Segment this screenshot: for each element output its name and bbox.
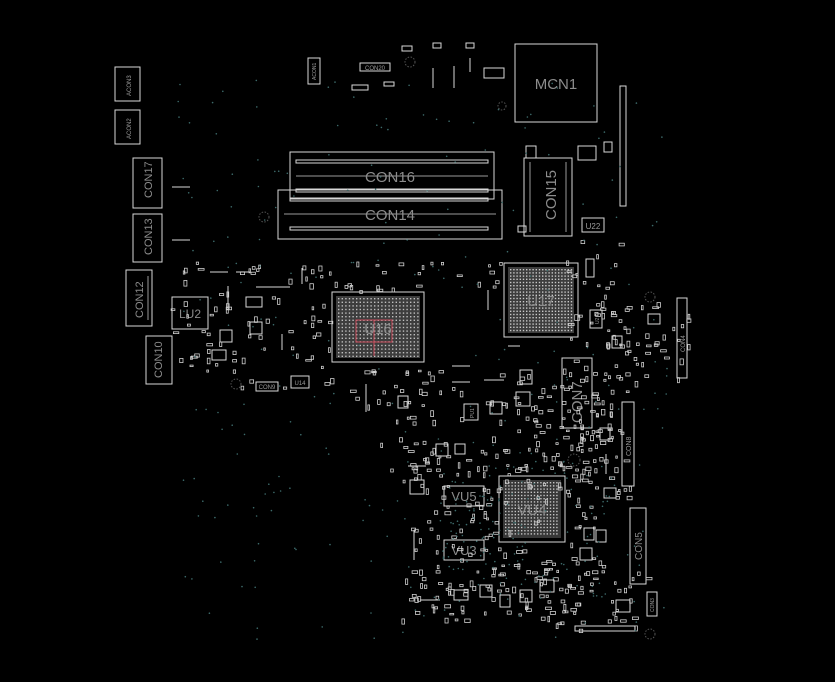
component-u14[interactable]: U14 (290, 375, 310, 389)
component-con16[interactable]: CON16 (289, 151, 495, 200)
label-acon2: ACON2 (127, 118, 133, 139)
component-pu1[interactable]: PU1 (463, 403, 479, 421)
component-u16[interactable]: U16 (331, 291, 425, 363)
label-acon1: ACON1 (312, 63, 318, 80)
label-con13: CON13 (143, 218, 155, 255)
component-lu2[interactable]: LU2 (171, 296, 209, 330)
u17-ball-grid (510, 269, 573, 332)
component-con5[interactable]: CON5 (629, 507, 647, 585)
label-con4: CON4 (681, 335, 687, 352)
silkscreen-marks (230, 56, 656, 640)
label-con9: CON9 (259, 385, 276, 391)
component-acon1[interactable]: ACON1 (307, 57, 321, 85)
label-u17: U17 (527, 293, 555, 310)
label-vu3: VU3 (451, 543, 476, 558)
component-acon2[interactable]: ACON2 (114, 109, 141, 145)
label-con10: CON10 (153, 341, 165, 378)
component-vu3[interactable]: VU3 (443, 539, 485, 561)
label-con17: CON17 (143, 161, 155, 198)
component-u22[interactable]: U22 (581, 217, 605, 233)
component-con7[interactable]: CON7 (561, 357, 593, 429)
label-con12: CON12 (134, 281, 146, 318)
component-con20[interactable]: CON20 (359, 62, 391, 72)
component-con10[interactable]: CON10 (145, 335, 173, 385)
label-vu4: VU4 (517, 502, 546, 519)
label-pu1: PU1 (470, 408, 476, 418)
component-con14[interactable]: CON14 (277, 189, 503, 240)
component-con4[interactable]: CON4 (676, 297, 688, 379)
label-u22: U22 (586, 222, 601, 231)
component-con8[interactable]: CON8 (621, 401, 635, 487)
label-u16: U16 (364, 321, 392, 338)
label-vu5: VU5 (451, 489, 476, 504)
label-con3: CON3 (650, 598, 656, 612)
misc-components (172, 42, 661, 613)
component-con12[interactable]: CON12 (125, 269, 153, 327)
component-acon3[interactable]: ACON3 (114, 66, 141, 102)
label-con16: CON16 (365, 169, 415, 186)
label-con8: CON8 (626, 436, 633, 456)
component-mcn1[interactable]: MCN1 (514, 43, 598, 123)
label-acon3: ACON3 (127, 75, 133, 96)
component-con3[interactable]: CON3 (646, 591, 658, 617)
label-con7: CON7 (569, 381, 586, 423)
component-con17[interactable]: CON17 (132, 157, 163, 209)
component-con9[interactable]: CON9 (255, 381, 279, 392)
component-vu4[interactable]: VU4 (498, 475, 566, 543)
small-parts-cluster (170, 240, 692, 634)
label-con15: CON15 (543, 170, 560, 220)
label-con5: CON5 (634, 532, 645, 560)
label-lu2: LU2 (179, 307, 201, 321)
label-u2: U2 (595, 317, 601, 324)
component-u17[interactable]: U17 (503, 262, 579, 338)
label-mcn1: MCN1 (535, 76, 578, 93)
via-dots (177, 79, 668, 640)
component-con13[interactable]: CON13 (132, 213, 163, 263)
label-u14: U14 (294, 381, 306, 387)
edge-connector-right-top (619, 85, 627, 207)
label-con14: CON14 (365, 207, 415, 224)
component-vu5[interactable]: VU5 (443, 485, 485, 507)
edge-connector-bottom (574, 625, 636, 632)
label-con20: CON20 (365, 66, 386, 72)
component-con15[interactable]: CON15 (523, 157, 573, 237)
